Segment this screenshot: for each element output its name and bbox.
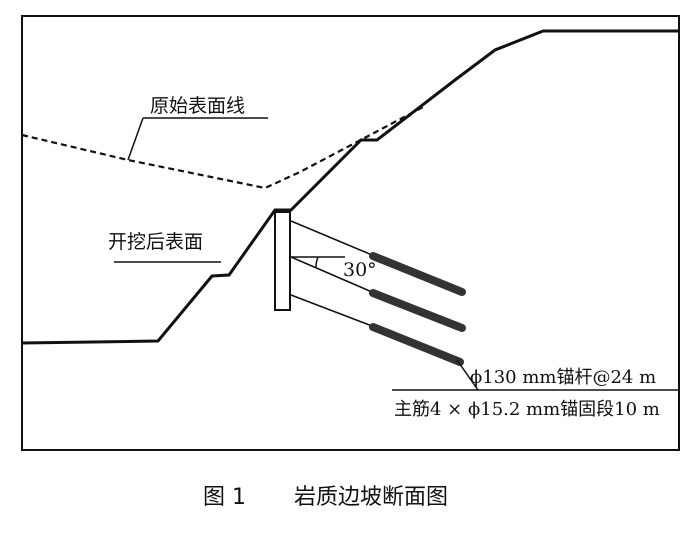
anchor-bond-1 (369, 252, 466, 296)
anchor-free-2 (290, 256, 373, 293)
retaining-plate (274, 211, 291, 311)
anchor-bond-2 (369, 289, 466, 332)
anchor-spec-text: ϕ130 mm锚杆@24 m (470, 367, 656, 388)
angle-arc (315, 256, 319, 268)
caption-number: 图 1 (203, 485, 246, 510)
caption-title: 岩质边坡断面图 (294, 485, 448, 510)
angle-label: 30° (343, 259, 377, 281)
label-excavated-surface: 开挖后表面 (108, 231, 203, 253)
anchor-free-1 (290, 220, 373, 256)
label-original-surface: 原始表面线 (150, 95, 245, 117)
bar-spec-text: 主筋4 × ϕ15.2 mm锚固段10 m (394, 399, 660, 420)
anchor-bond-3 (369, 323, 464, 366)
excavated-slope-profile (21, 29, 679, 345)
leader-original-surface-diagonal (127, 117, 144, 161)
original-surface-line (21, 105, 426, 190)
diagram-frame (21, 15, 680, 451)
leader-anchor-diagonal (456, 359, 479, 391)
anchor-free-3 (290, 294, 373, 327)
